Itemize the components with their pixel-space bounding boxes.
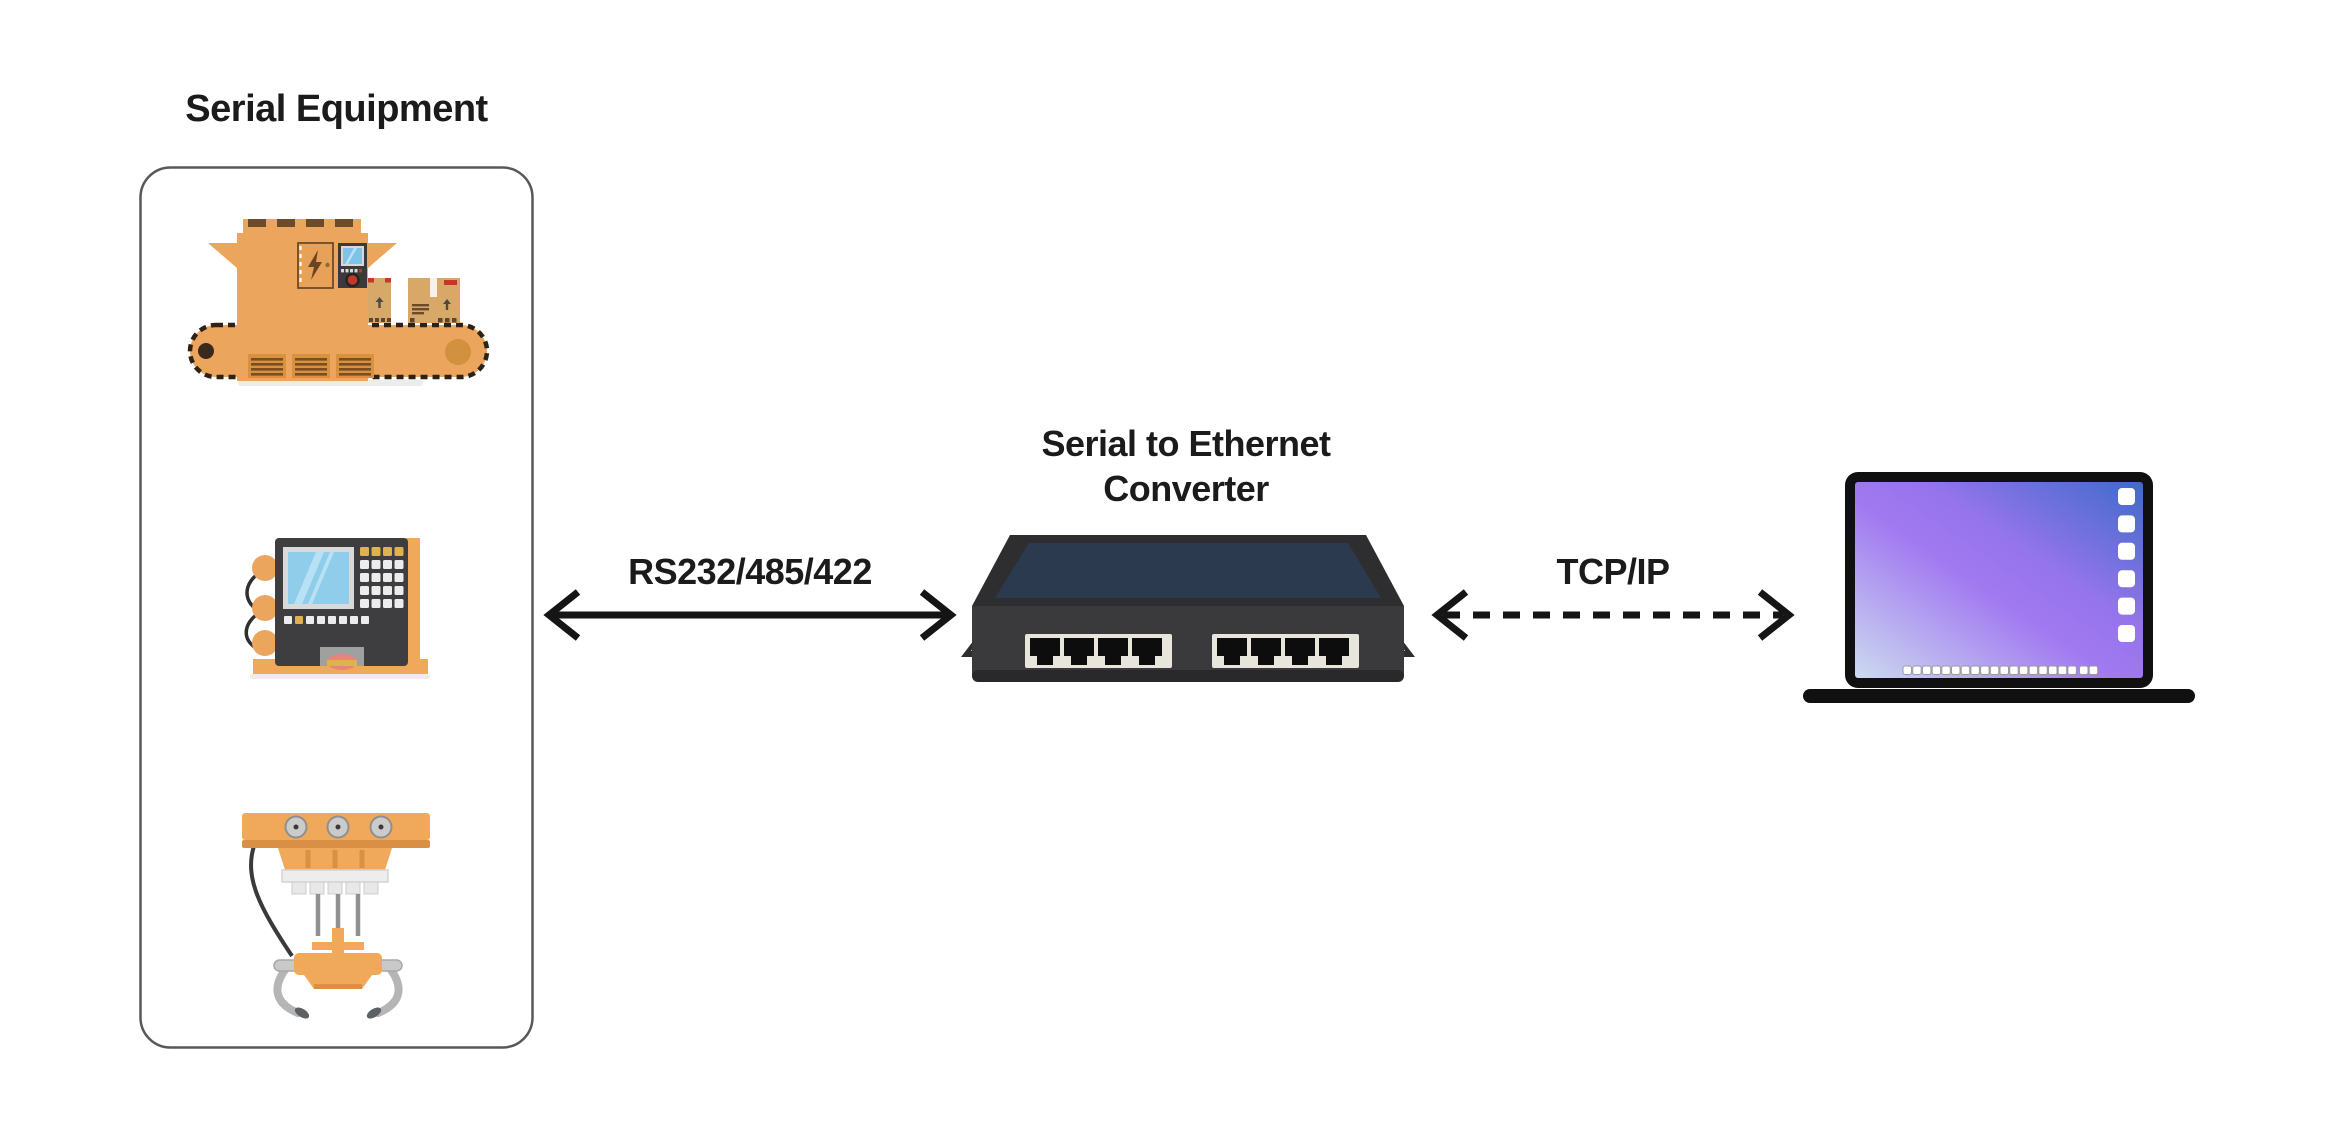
serial-equipment-title: Serial Equipment: [185, 88, 488, 130]
power-door: [297, 242, 334, 289]
arrowhead-left: [1431, 589, 1469, 641]
serial-link-label: RS232/485/422: [628, 551, 872, 592]
stop-button: [347, 275, 358, 285]
ethernet-port-group-2: [1212, 634, 1359, 668]
converter-top-panel: [995, 543, 1381, 598]
arrowhead-right: [919, 589, 957, 641]
cardboard-box-large: [408, 278, 460, 323]
gripper-cable: [249, 845, 294, 958]
machine-control-panel: [338, 243, 367, 288]
serial-ethernet-converter-icon: [961, 535, 1415, 682]
gripper-ledge: [281, 869, 389, 883]
cardboard-box-small: [368, 278, 391, 323]
laptop-screen: [1855, 482, 2143, 678]
gripper-teeth: [291, 881, 379, 895]
conveyor-machine-icon: [187, 219, 490, 386]
machine-vent: [336, 354, 374, 378]
belt-roller-right: [445, 339, 471, 365]
cnc-shadow: [250, 674, 430, 679]
tcpip-link-label: TCP/IP: [1556, 551, 1670, 592]
converter-title-line2: Converter: [1103, 468, 1269, 509]
cnc-slot: [320, 647, 364, 670]
laptop-icon: [1803, 472, 2195, 703]
machine-vent: [248, 354, 286, 378]
machine-wing-left: [208, 243, 237, 268]
machine-top-cap: [243, 219, 361, 235]
cnc-frame-side: [406, 538, 420, 669]
claw-left: [273, 962, 302, 1017]
machine-vent: [292, 354, 330, 378]
converter-title: Serial to Ethernet Converter: [986, 421, 1386, 511]
laptop-taskbar: [1902, 665, 2099, 675]
gripper-body: [294, 953, 382, 975]
machine-wing-right: [368, 243, 397, 268]
belt-roller-left: [198, 343, 214, 359]
robotic-gripper-icon: [242, 813, 430, 1019]
laptop-base: [1803, 689, 2195, 703]
converter-title-line1: Serial to Ethernet: [1041, 423, 1331, 464]
serial-link-arrow: [543, 589, 957, 641]
ethernet-port-group-1: [1025, 634, 1172, 668]
gripper-pulleys: [284, 815, 393, 839]
machine-shadow: [238, 380, 423, 386]
arrowhead-left: [543, 589, 581, 641]
tcpip-link-arrow: [1431, 589, 1795, 641]
arrowhead-right: [1757, 589, 1795, 641]
cnc-control-panel-icon: [244, 538, 430, 679]
claw-right: [374, 962, 403, 1017]
lightning-bolt-icon: [308, 250, 322, 280]
